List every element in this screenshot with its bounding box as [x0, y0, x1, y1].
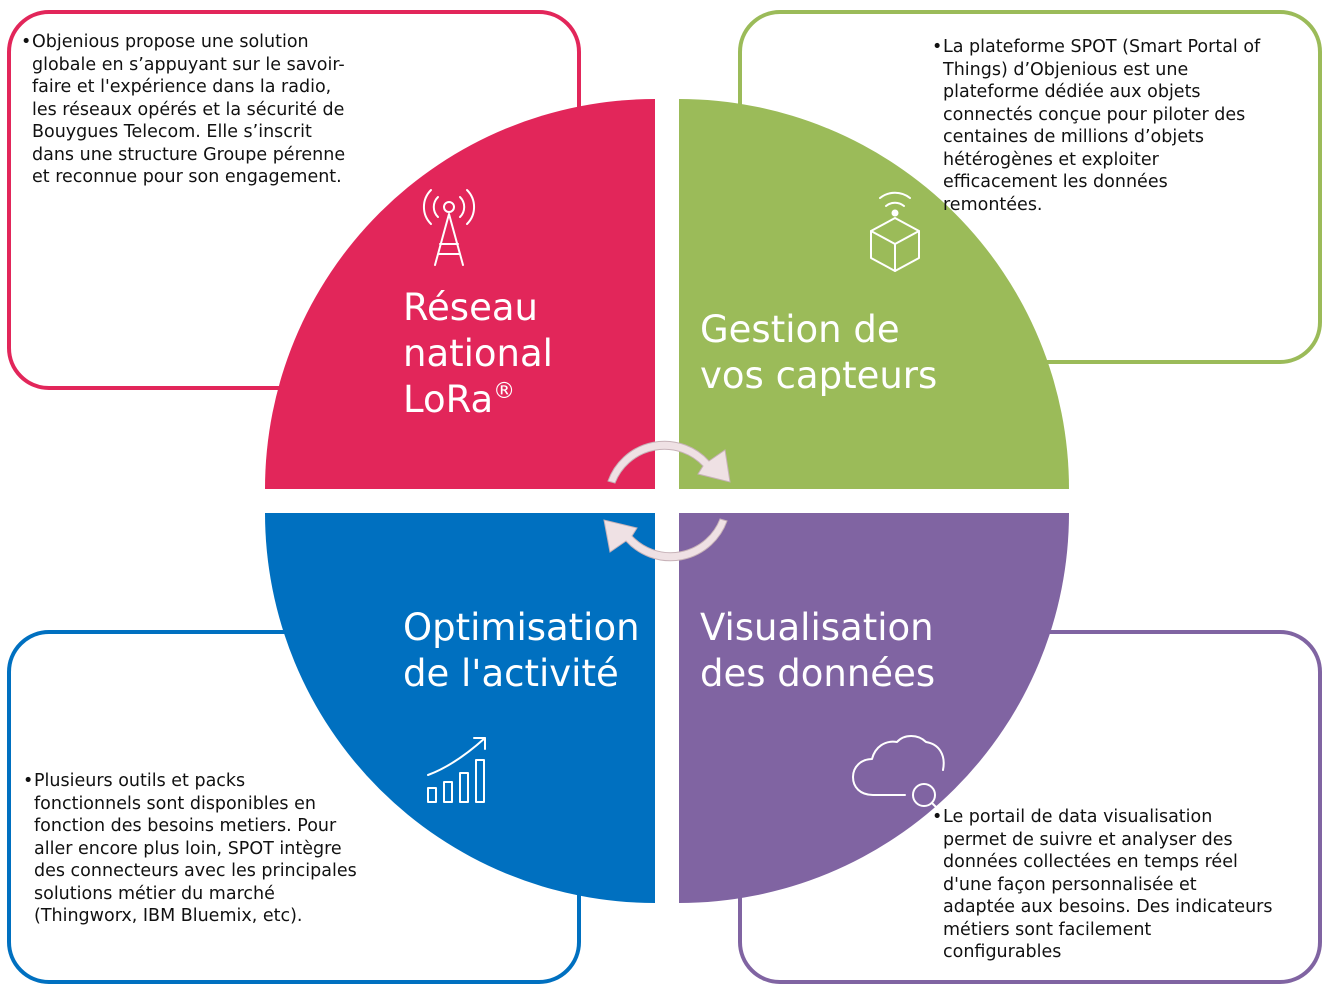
- note-line: (Thingworx, IBM Bluemix, etc).: [34, 906, 303, 926]
- quadrant-label-line: Visualisation: [700, 606, 934, 649]
- cycle-arrows: [603, 440, 731, 562]
- note-line: d'une façon personnalisée et: [943, 874, 1197, 895]
- cloud-search-icon: [852, 735, 945, 814]
- cycle-arrow-top: [607, 440, 731, 484]
- quadrant-label-line: Gestion de: [700, 308, 900, 351]
- note-line: fonction des besoins metiers. Pour: [34, 816, 337, 836]
- connected-box-icon: [870, 191, 920, 272]
- note-line: des connecteurs avec les principales: [34, 861, 357, 881]
- bullet: •: [932, 37, 943, 57]
- note-line: globale en s’appuyant sur le savoir-: [32, 54, 345, 75]
- note-line: et reconnue pour son engagement.: [32, 167, 342, 187]
- quadrant-label-line: Optimisation: [403, 606, 640, 649]
- note-line: configurables: [943, 942, 1062, 962]
- note-line: dans une structure Groupe pérenne: [32, 144, 346, 165]
- note-line: centaines de millions d’objets: [943, 127, 1204, 147]
- note-line: plateforme dédiée aux objets: [943, 82, 1201, 102]
- note-top-left: • Objenious propose une solution globale…: [21, 31, 402, 189]
- quadrant-label-text: LoRa: [403, 378, 494, 421]
- quadrant-label-gestion: Gestion de vos capteurs: [700, 307, 937, 399]
- note-line: Plusieurs outils et packs: [34, 771, 246, 791]
- note-line: solutions métier du marché: [34, 883, 275, 904]
- cycle-arrow-bottom: [603, 518, 728, 562]
- note-line: connectés conçue pour piloter des: [943, 104, 1246, 125]
- quadrant-visualisation: [679, 513, 1069, 903]
- quadrant-label-visualisation: Visualisation des données: [700, 605, 935, 697]
- registered-mark: ®: [493, 379, 516, 404]
- note-line: Le portail de data visualisation: [943, 807, 1213, 827]
- note-line: faire et l'expérience dans la radio,: [32, 77, 332, 97]
- note-line: données collectées en temps réel: [943, 852, 1238, 872]
- note-line: métiers sont facilement: [943, 919, 1152, 940]
- bullet: •: [21, 32, 32, 52]
- note-line: remontées.: [943, 194, 1043, 215]
- note-line: La plateforme SPOT (Smart Portal of: [943, 37, 1261, 57]
- note-bottom-left: • Plusieurs outils et packs fonctionnels…: [23, 770, 404, 928]
- note-line: permet de suivre et analyser des: [943, 829, 1233, 850]
- quadrant-label-line: vos capteurs: [700, 354, 938, 397]
- quadrant-gestion: [679, 99, 1069, 489]
- quadrant-label-reseau: Réseau national LoRa®: [403, 285, 553, 423]
- antenna-icon: [422, 189, 476, 266]
- bullet: •: [932, 807, 943, 827]
- quadrant-label-line: des données: [700, 652, 936, 695]
- note-line: hétérogènes et exploiter: [943, 149, 1159, 170]
- quadrant-label-line: Réseau: [403, 286, 538, 329]
- growth-chart-icon: [427, 737, 486, 803]
- note-line: Things) d’Objenious est une: [943, 59, 1189, 80]
- note-line: Bouygues Telecom. Elle s’inscrit: [32, 122, 312, 142]
- note-bottom-right: • Le portail de data visualisation perme…: [932, 806, 1315, 964]
- quadrant-label-line: national: [403, 332, 553, 375]
- quadrant-label-line: LoRa®: [403, 377, 553, 423]
- note-line: Objenious propose une solution: [32, 32, 309, 52]
- quadrant-optimisation: [265, 513, 655, 903]
- note-line: efficacement les données: [943, 172, 1168, 192]
- note-top-right: • La plateforme SPOT (Smart Portal of Th…: [932, 36, 1315, 216]
- note-line: adaptée aux besoins. Des indicateurs: [943, 897, 1273, 917]
- note-line: les réseaux opérés et la sécurité de: [32, 99, 345, 120]
- quadrant-label-optimisation: Optimisation de l'activité: [403, 605, 640, 697]
- quadrant-reseau: [265, 99, 655, 489]
- quadrant-label-line: de l'activité: [403, 652, 619, 695]
- note-line: fonctionnels sont disponibles en: [34, 793, 316, 814]
- note-line: aller encore plus loin, SPOT intègre: [34, 838, 342, 859]
- bullet: •: [23, 771, 34, 791]
